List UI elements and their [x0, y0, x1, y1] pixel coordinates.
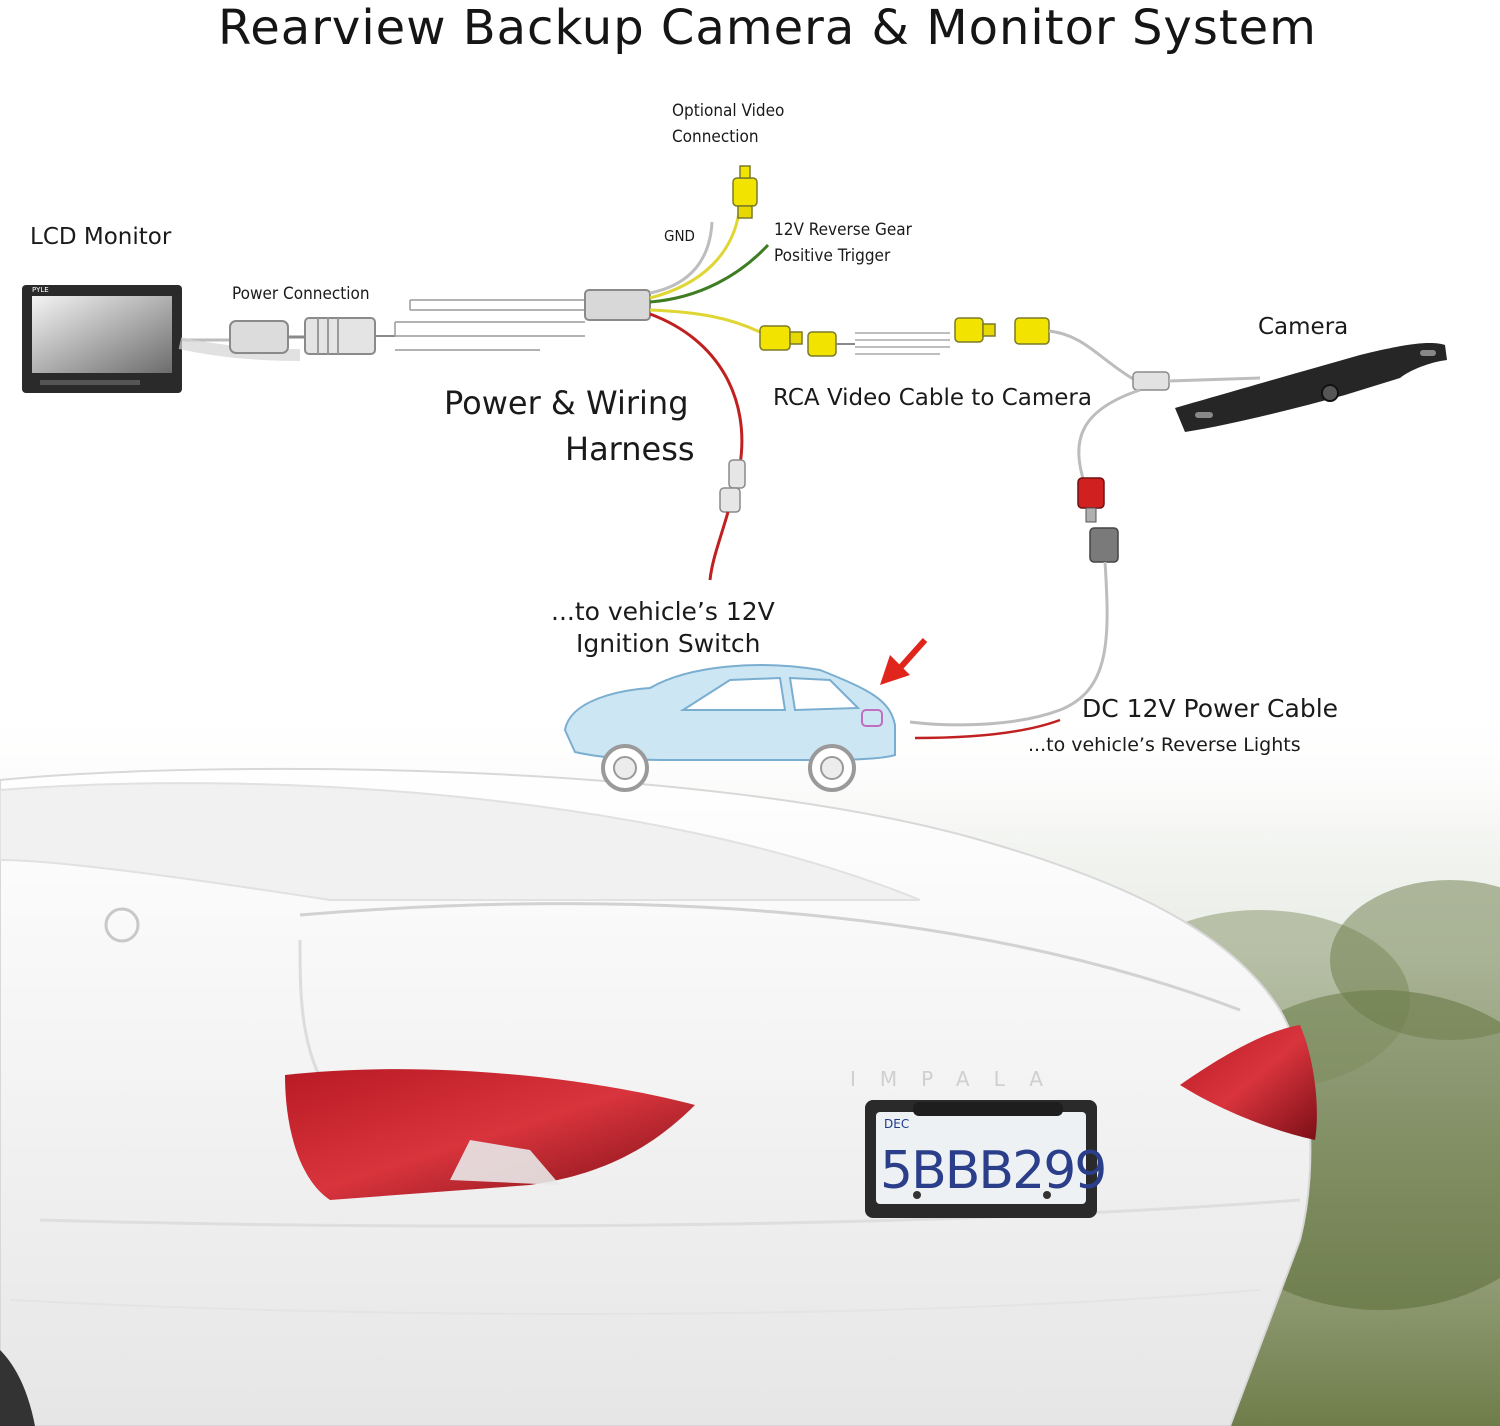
lcd-monitor-icon: PYLE: [22, 285, 182, 393]
pointer-arrow-icon: [880, 638, 928, 685]
optional-video-rca-icon: [732, 165, 758, 219]
vehicle-icon: [563, 664, 896, 792]
label-power-connection: Power Connection: [232, 284, 370, 304]
page-title: Rearview Backup Camera & Monitor System: [218, 0, 1317, 56]
label-gnd: GND: [664, 227, 695, 245]
label-reverse-gear-2: Positive Trigger: [774, 246, 891, 266]
svg-text:5BBB299: 5BBB299: [880, 1141, 1105, 1201]
label-ignition-1: ...to vehicle’s 12V: [551, 597, 775, 626]
label-optional-video-1: Optional Video: [672, 101, 785, 121]
svg-text:DEC: DEC: [884, 1117, 909, 1131]
label-reverse-gear-1: 12V Reverse Gear: [774, 220, 912, 240]
rca-video-cable-icon: [759, 317, 1136, 382]
label-ignition-2: Ignition Switch: [576, 629, 761, 658]
camera-icon: [1175, 343, 1447, 432]
label-reverse-lights: ...to vehicle’s Reverse Lights: [1028, 734, 1301, 756]
label-harness-2: Harness: [565, 430, 695, 468]
label-harness-1: Power & Wiring: [444, 384, 689, 422]
label-dc-power: DC 12V Power Cable: [1082, 694, 1339, 723]
svg-text:PYLE: PYLE: [32, 286, 49, 294]
label-lcd-monitor: LCD Monitor: [30, 224, 172, 250]
label-optional-video-2: Connection: [672, 127, 759, 147]
label-camera: Camera: [1258, 314, 1349, 340]
trunk-badge-text: IMPALA: [850, 1067, 1067, 1091]
label-rca-cable: RCA Video Cable to Camera: [773, 385, 1092, 411]
